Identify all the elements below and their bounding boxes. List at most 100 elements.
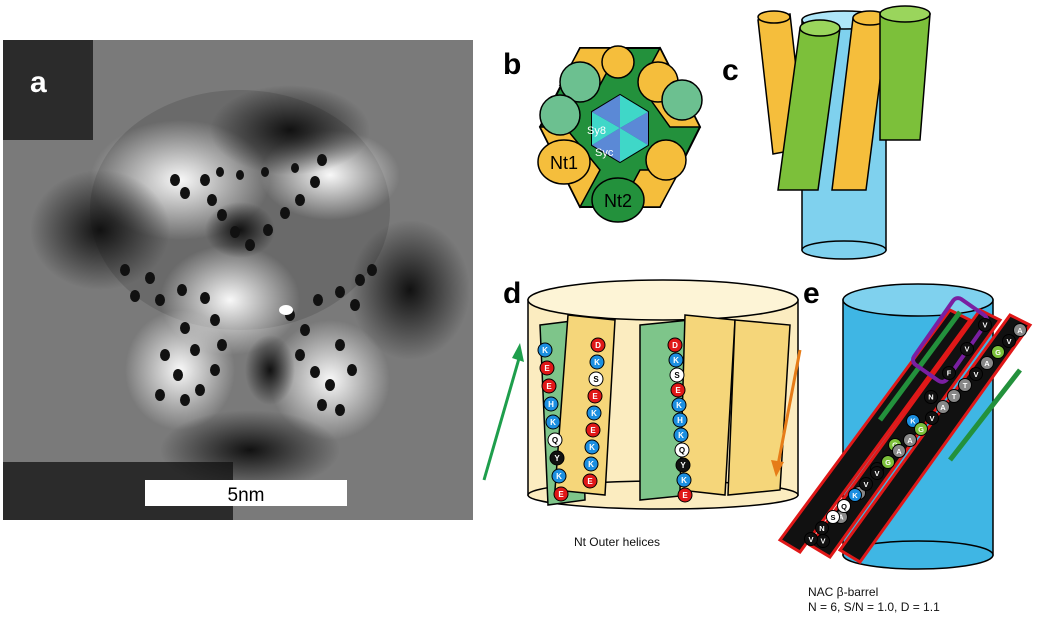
residue-marker (1002, 334, 1016, 348)
panel-a-label: a (30, 66, 47, 99)
residue-marker (551, 468, 567, 484)
residue-marker (815, 521, 829, 535)
residue-marker (837, 499, 851, 513)
residue-marker (582, 473, 598, 489)
residue-label: A (1017, 326, 1023, 335)
residue-marker (549, 450, 565, 466)
residue-label: T (952, 392, 957, 401)
residue-marker (543, 396, 559, 412)
residue-marker (947, 389, 961, 403)
residue-marker (978, 318, 992, 332)
residue-label: V (973, 370, 978, 379)
outer-helix-circle (661, 79, 703, 121)
residue-label: V (983, 321, 988, 330)
residue-marker (924, 390, 938, 404)
micrograph-image (3, 40, 473, 520)
residue-label: G (918, 425, 924, 434)
outer-helix-cylinder (831, 10, 889, 191)
residue-label: G (885, 458, 891, 467)
residue-marker (958, 378, 972, 392)
residue-label: K (852, 491, 858, 500)
outer-helix-circle (559, 61, 601, 103)
residue-marker (960, 342, 974, 356)
nt1-label: Nt1 (550, 153, 578, 173)
residue-label: G (995, 348, 1001, 357)
inner-label-syc: Syc (595, 147, 614, 159)
scalebar-label: 5nm (228, 485, 265, 506)
residue-label: S (674, 371, 680, 380)
residue-marker (677, 487, 693, 503)
residue-marker (826, 510, 840, 524)
residue-label: N (928, 393, 933, 402)
residue-marker (914, 422, 928, 436)
residue-label: E (546, 382, 552, 391)
residue-marker (541, 378, 557, 394)
residue-marker (672, 412, 688, 428)
residue-label: K (550, 418, 556, 427)
residue-marker (859, 477, 873, 491)
residue-label: V (965, 345, 970, 354)
residue-label: Y (554, 454, 560, 463)
residue-label: K (589, 443, 595, 452)
orange-arrow (776, 349, 802, 466)
residue-label: D (595, 341, 601, 350)
scalebar (145, 480, 347, 506)
residue-marker (936, 400, 950, 414)
residue-marker (589, 354, 605, 370)
outer-helix-circle (645, 139, 687, 181)
residue-marker (881, 455, 895, 469)
residue-marker (586, 405, 602, 421)
outer-helix-circle (601, 45, 635, 79)
residue-marker (674, 442, 690, 458)
residue-label: A (838, 513, 844, 522)
residue-label: E (587, 477, 593, 486)
residue-marker (673, 427, 689, 443)
residue-label: T (963, 381, 968, 390)
residue-marker (848, 488, 862, 502)
nt1-circle (537, 139, 591, 185)
panel-e-caption-line1: NAC β-barrel (808, 585, 878, 599)
residue-label: V (808, 535, 813, 544)
residue-marker (980, 356, 994, 370)
residue-label: E (590, 426, 596, 435)
residue-marker (585, 422, 601, 438)
residue-label: K (676, 401, 682, 410)
residue-marker (545, 414, 561, 430)
residue-label: K (556, 472, 562, 481)
residue-label: A (907, 436, 913, 445)
residue-label: K (588, 460, 594, 469)
residue-marker (804, 532, 818, 546)
residue-marker (870, 466, 884, 480)
residue-marker (670, 382, 686, 398)
residue-label: E (682, 491, 688, 500)
residue-label: E (592, 392, 598, 401)
residue-label: D (672, 341, 678, 350)
residue-label: A (984, 359, 990, 368)
outer-helix-cylinder (777, 19, 841, 191)
nt2-circle (591, 177, 645, 223)
residue-label: Q (552, 436, 558, 445)
residue-marker (671, 397, 687, 413)
residue-marker (903, 433, 917, 447)
residue-marker (584, 439, 600, 455)
residue-marker (676, 472, 692, 488)
residue-label: H (548, 400, 554, 409)
residue-label: E (558, 490, 564, 499)
green-arrow (482, 354, 522, 481)
residue-label: S (593, 375, 599, 384)
nt2-label: Nt2 (604, 191, 632, 211)
residue-label: E (675, 386, 681, 395)
residue-label: V (1006, 337, 1011, 346)
residue-marker (991, 345, 1005, 359)
residue-label: K (591, 409, 597, 418)
residue-label: K (542, 346, 548, 355)
residue-marker (590, 337, 606, 353)
residue-label: N (819, 524, 824, 533)
residue-label: K (681, 476, 687, 485)
residue-marker (537, 342, 553, 358)
